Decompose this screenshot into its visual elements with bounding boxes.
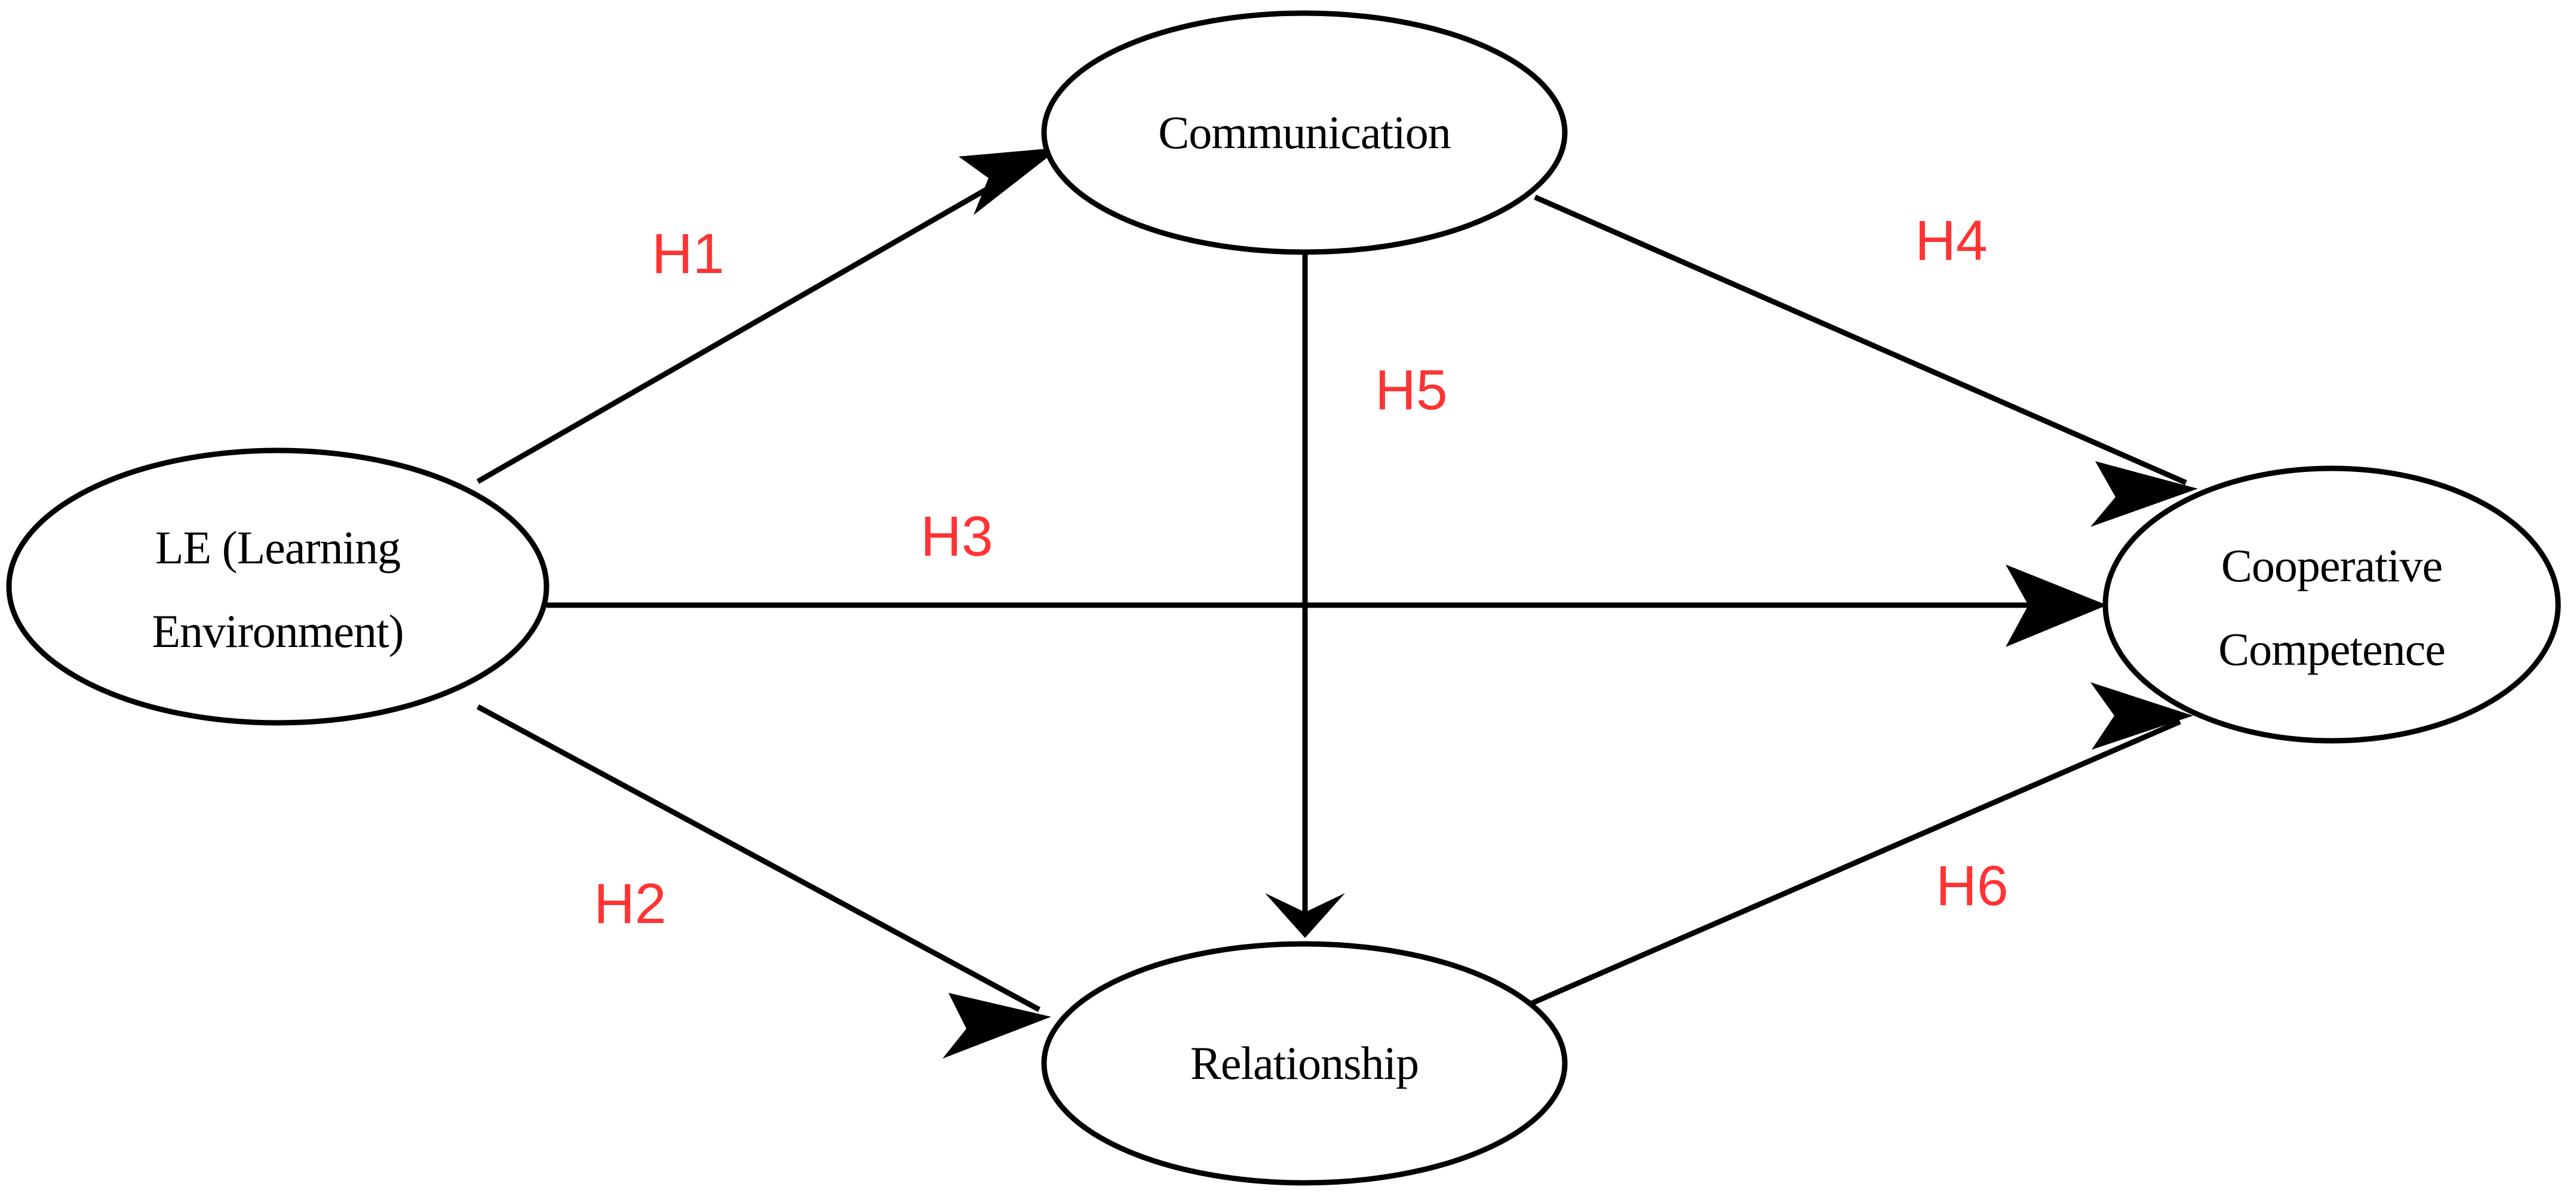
edge-label-h2: H2	[594, 872, 666, 936]
edge-label-h4: H4	[1915, 209, 1987, 272]
node-learning-environment[interactable]: LE (Learning Environment)	[6, 447, 549, 726]
edge-label-h3: H3	[920, 505, 993, 568]
edge-h3-arrowhead	[2006, 565, 2107, 647]
node-relationship-shape[interactable]	[1041, 941, 1568, 1186]
edge-h2-line	[476, 704, 1041, 1012]
edge-h2-arrowhead	[942, 993, 1051, 1059]
edge-h6	[1516, 682, 2193, 1013]
edge-label-h1: H1	[652, 222, 724, 286]
node-communication-shape[interactable]	[1041, 10, 1568, 255]
edge-h6-arrowhead	[2090, 682, 2193, 750]
node-cooperative-competence-shape[interactable]	[2102, 465, 2561, 744]
edge-label-h6: H6	[1936, 854, 2008, 918]
node-cooperative-competence[interactable]: Cooperative Competence	[2102, 465, 2561, 744]
edge-label-h5: H5	[1375, 358, 1447, 422]
edge-h5-arrowhead	[1265, 893, 1345, 938]
edge-h3	[546, 565, 2107, 647]
edge-h1-line	[476, 151, 1052, 484]
node-learning-environment-label-line1: LE (Learning	[155, 522, 400, 574]
node-relationship[interactable]: Relationship	[1041, 941, 1568, 1186]
edge-h4	[1534, 194, 2198, 527]
node-learning-environment-label-line2: Environment)	[152, 605, 403, 657]
edge-h1-arrowhead	[959, 148, 1060, 215]
edge-h5	[1265, 251, 1345, 938]
edge-h6-line	[1516, 719, 2181, 1013]
edge-h4-arrowhead	[2090, 461, 2198, 527]
edge-h2	[476, 704, 1051, 1059]
edge-h1	[476, 148, 1060, 484]
edge-h4-line	[1534, 194, 2187, 486]
node-communication-label: Communication	[1158, 106, 1451, 158]
node-communication[interactable]: Communication	[1041, 10, 1568, 255]
node-relationship-label: Relationship	[1190, 1037, 1419, 1089]
node-cooperative-competence-label-line2: Competence	[2218, 623, 2445, 675]
node-learning-environment-shape[interactable]	[6, 447, 549, 726]
node-cooperative-competence-label-line1: Cooperative	[2221, 539, 2442, 591]
